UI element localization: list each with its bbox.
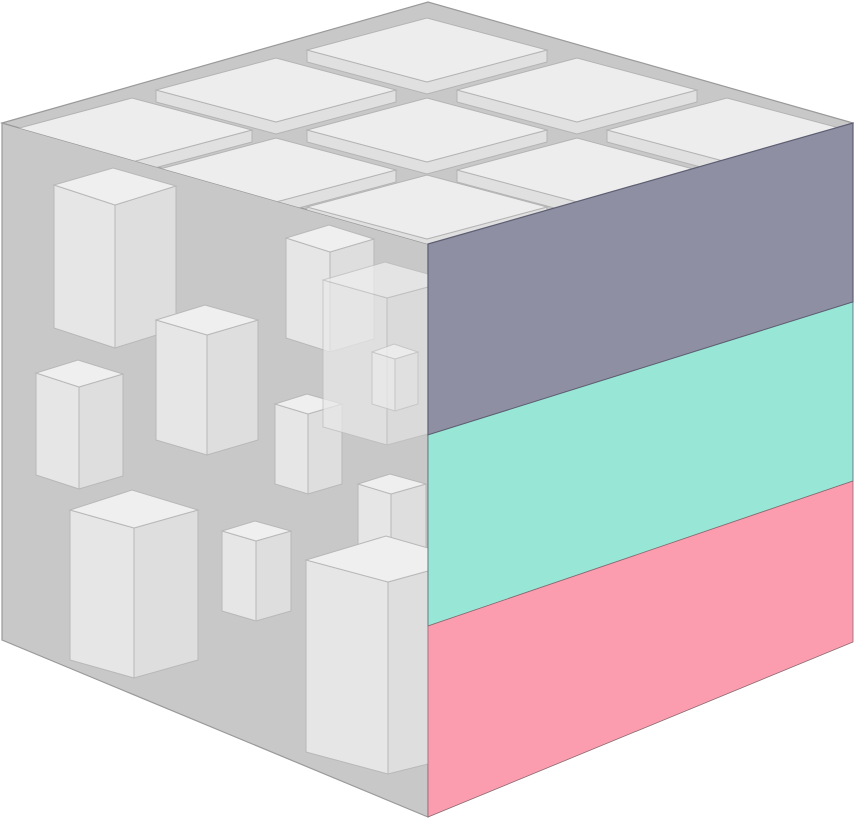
right-face xyxy=(427,122,854,818)
top-tile xyxy=(305,17,549,95)
top-tile xyxy=(455,57,699,135)
top-tiles xyxy=(10,17,849,244)
interior-box-11 xyxy=(370,343,420,412)
interior-box-6 xyxy=(68,489,200,679)
top-tile xyxy=(305,97,549,175)
interior-box-3 xyxy=(34,359,125,490)
interior-box-2 xyxy=(154,304,260,456)
interior-box-1 xyxy=(52,167,178,349)
band-bottom xyxy=(427,480,854,818)
left-face xyxy=(1,122,429,818)
top-tile xyxy=(154,57,398,135)
interior-box-9 xyxy=(304,535,429,775)
interior-box-7 xyxy=(220,520,293,622)
